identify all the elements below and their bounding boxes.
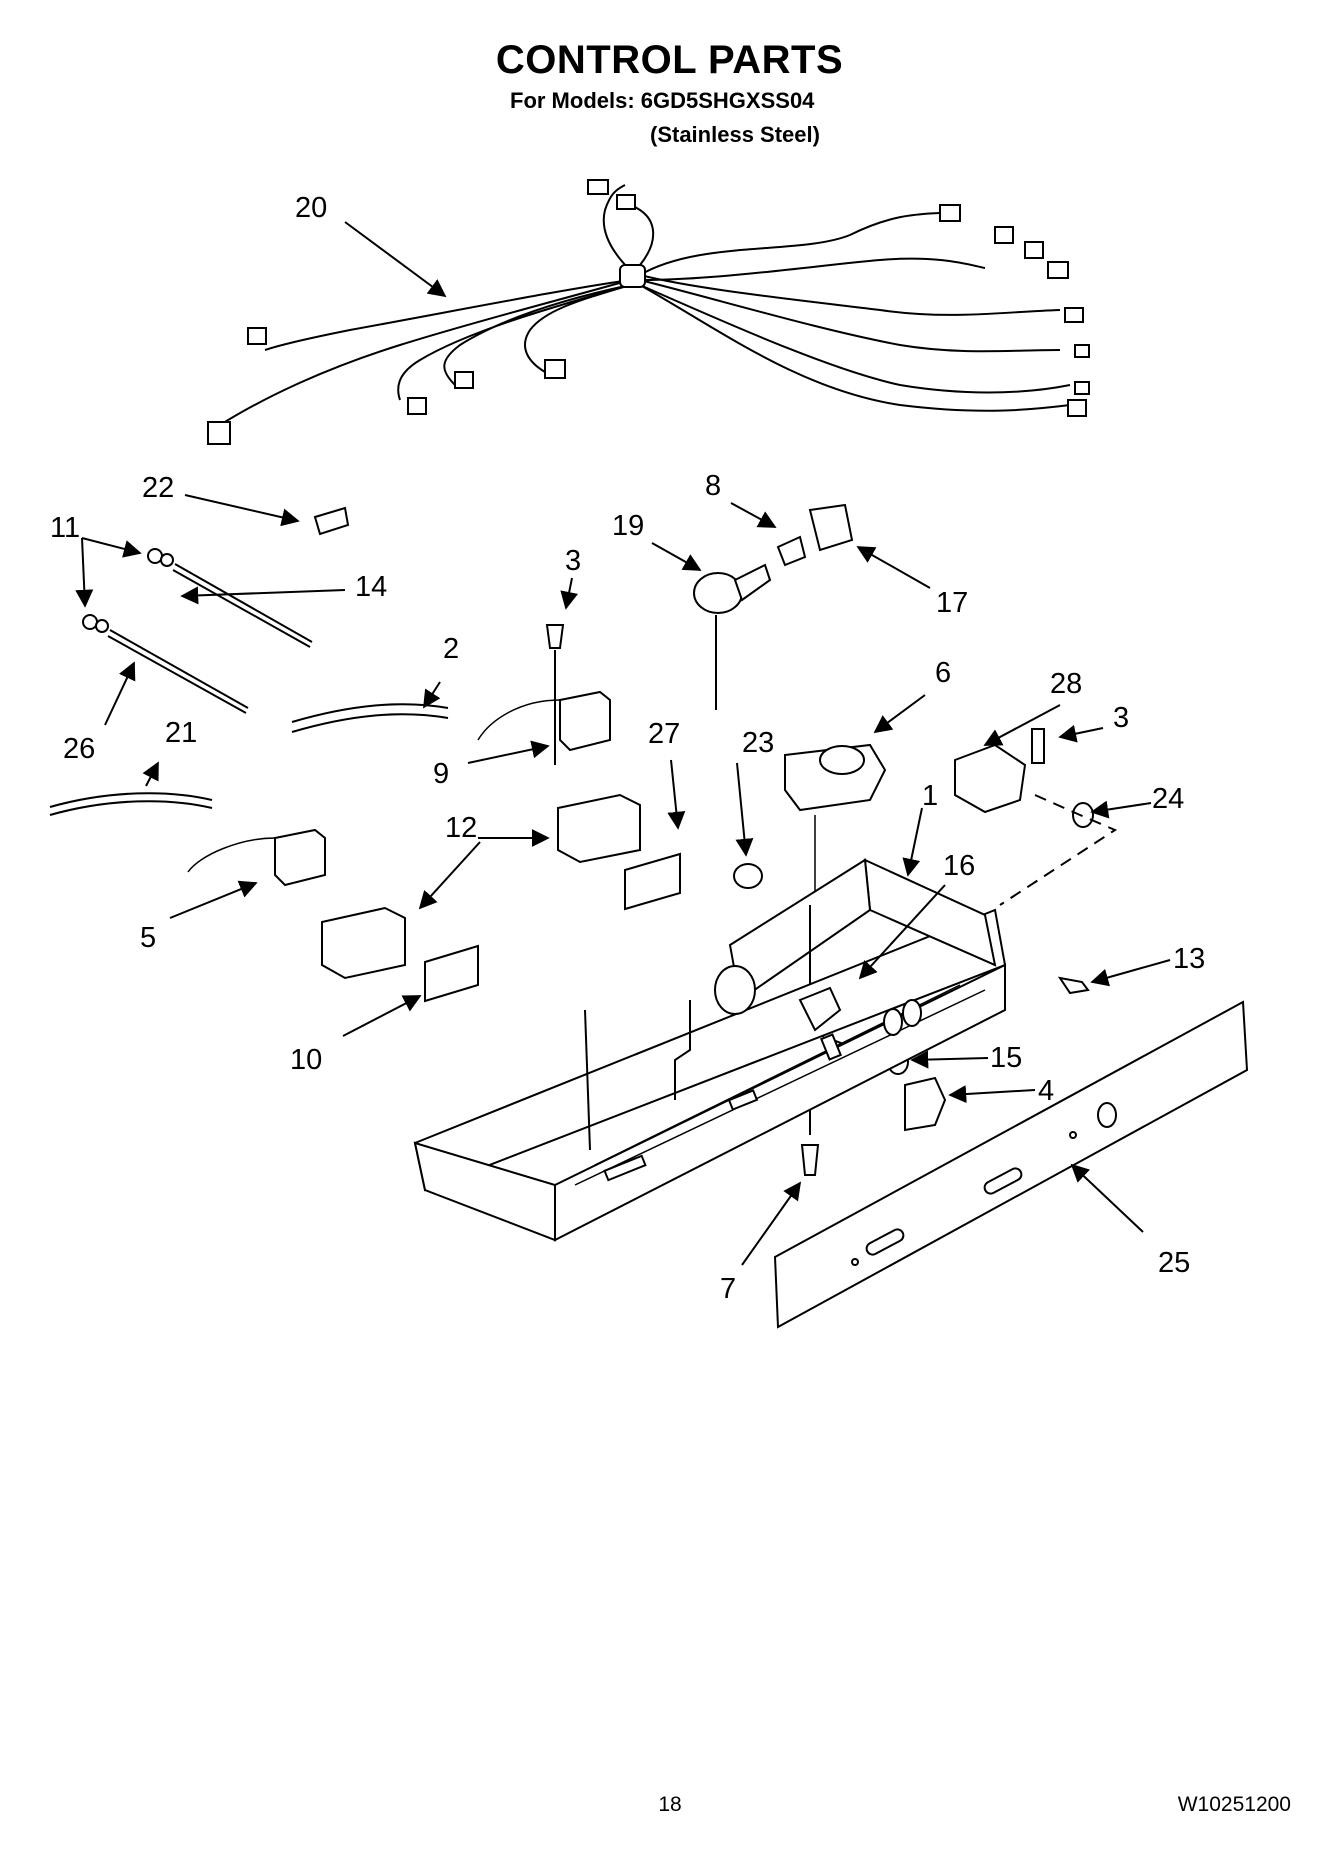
callout-3a: 3 <box>565 545 581 577</box>
callout-24: 24 <box>1152 783 1184 815</box>
callout-9: 9 <box>433 758 449 790</box>
callout-16: 16 <box>943 850 975 882</box>
callout-23: 23 <box>742 727 774 759</box>
callout-14: 14 <box>355 571 387 603</box>
wiring-harness <box>207 179 1090 445</box>
callout-22: 22 <box>142 472 174 504</box>
callout-3b: 3 <box>1113 702 1129 734</box>
page-title: CONTROL PARTS <box>495 38 844 82</box>
control-housing <box>413 858 1007 1242</box>
page-number: 18 <box>658 1793 682 1816</box>
callout-26: 26 <box>63 733 95 765</box>
variant-line: (Stainless Steel) <box>650 122 820 147</box>
lamp-assembly <box>693 503 854 710</box>
callout-10: 10 <box>290 1044 322 1076</box>
callout-4: 4 <box>1038 1075 1054 1107</box>
document-number: W10251200 <box>1177 1793 1291 1816</box>
callout-25: 25 <box>1158 1247 1190 1279</box>
callout-8: 8 <box>705 470 721 502</box>
front-panel <box>773 1000 1249 1329</box>
callout-20: 20 <box>295 192 327 224</box>
small-parts <box>49 506 681 1003</box>
callout-15: 15 <box>990 1042 1022 1074</box>
callout-12: 12 <box>445 812 477 844</box>
callout-labels: 20 22 11 14 26 21 2 3 9 5 12 10 27 23 19… <box>50 192 1205 1305</box>
callout-19: 19 <box>612 510 644 542</box>
model-line: For Models: 6GD5SHGXSS04 <box>510 88 815 113</box>
callout-27: 27 <box>648 718 680 750</box>
callout-5: 5 <box>140 922 156 954</box>
callout-28: 28 <box>1050 668 1082 700</box>
callout-13: 13 <box>1173 943 1205 975</box>
callout-7: 7 <box>720 1273 736 1305</box>
callout-6: 6 <box>935 657 951 689</box>
callout-21: 21 <box>165 717 197 749</box>
callout-2: 2 <box>443 633 459 665</box>
callout-17: 17 <box>936 587 968 619</box>
callout-11: 11 <box>50 512 80 544</box>
callout-1: 1 <box>922 780 938 812</box>
leader-lines <box>75 221 1171 1266</box>
